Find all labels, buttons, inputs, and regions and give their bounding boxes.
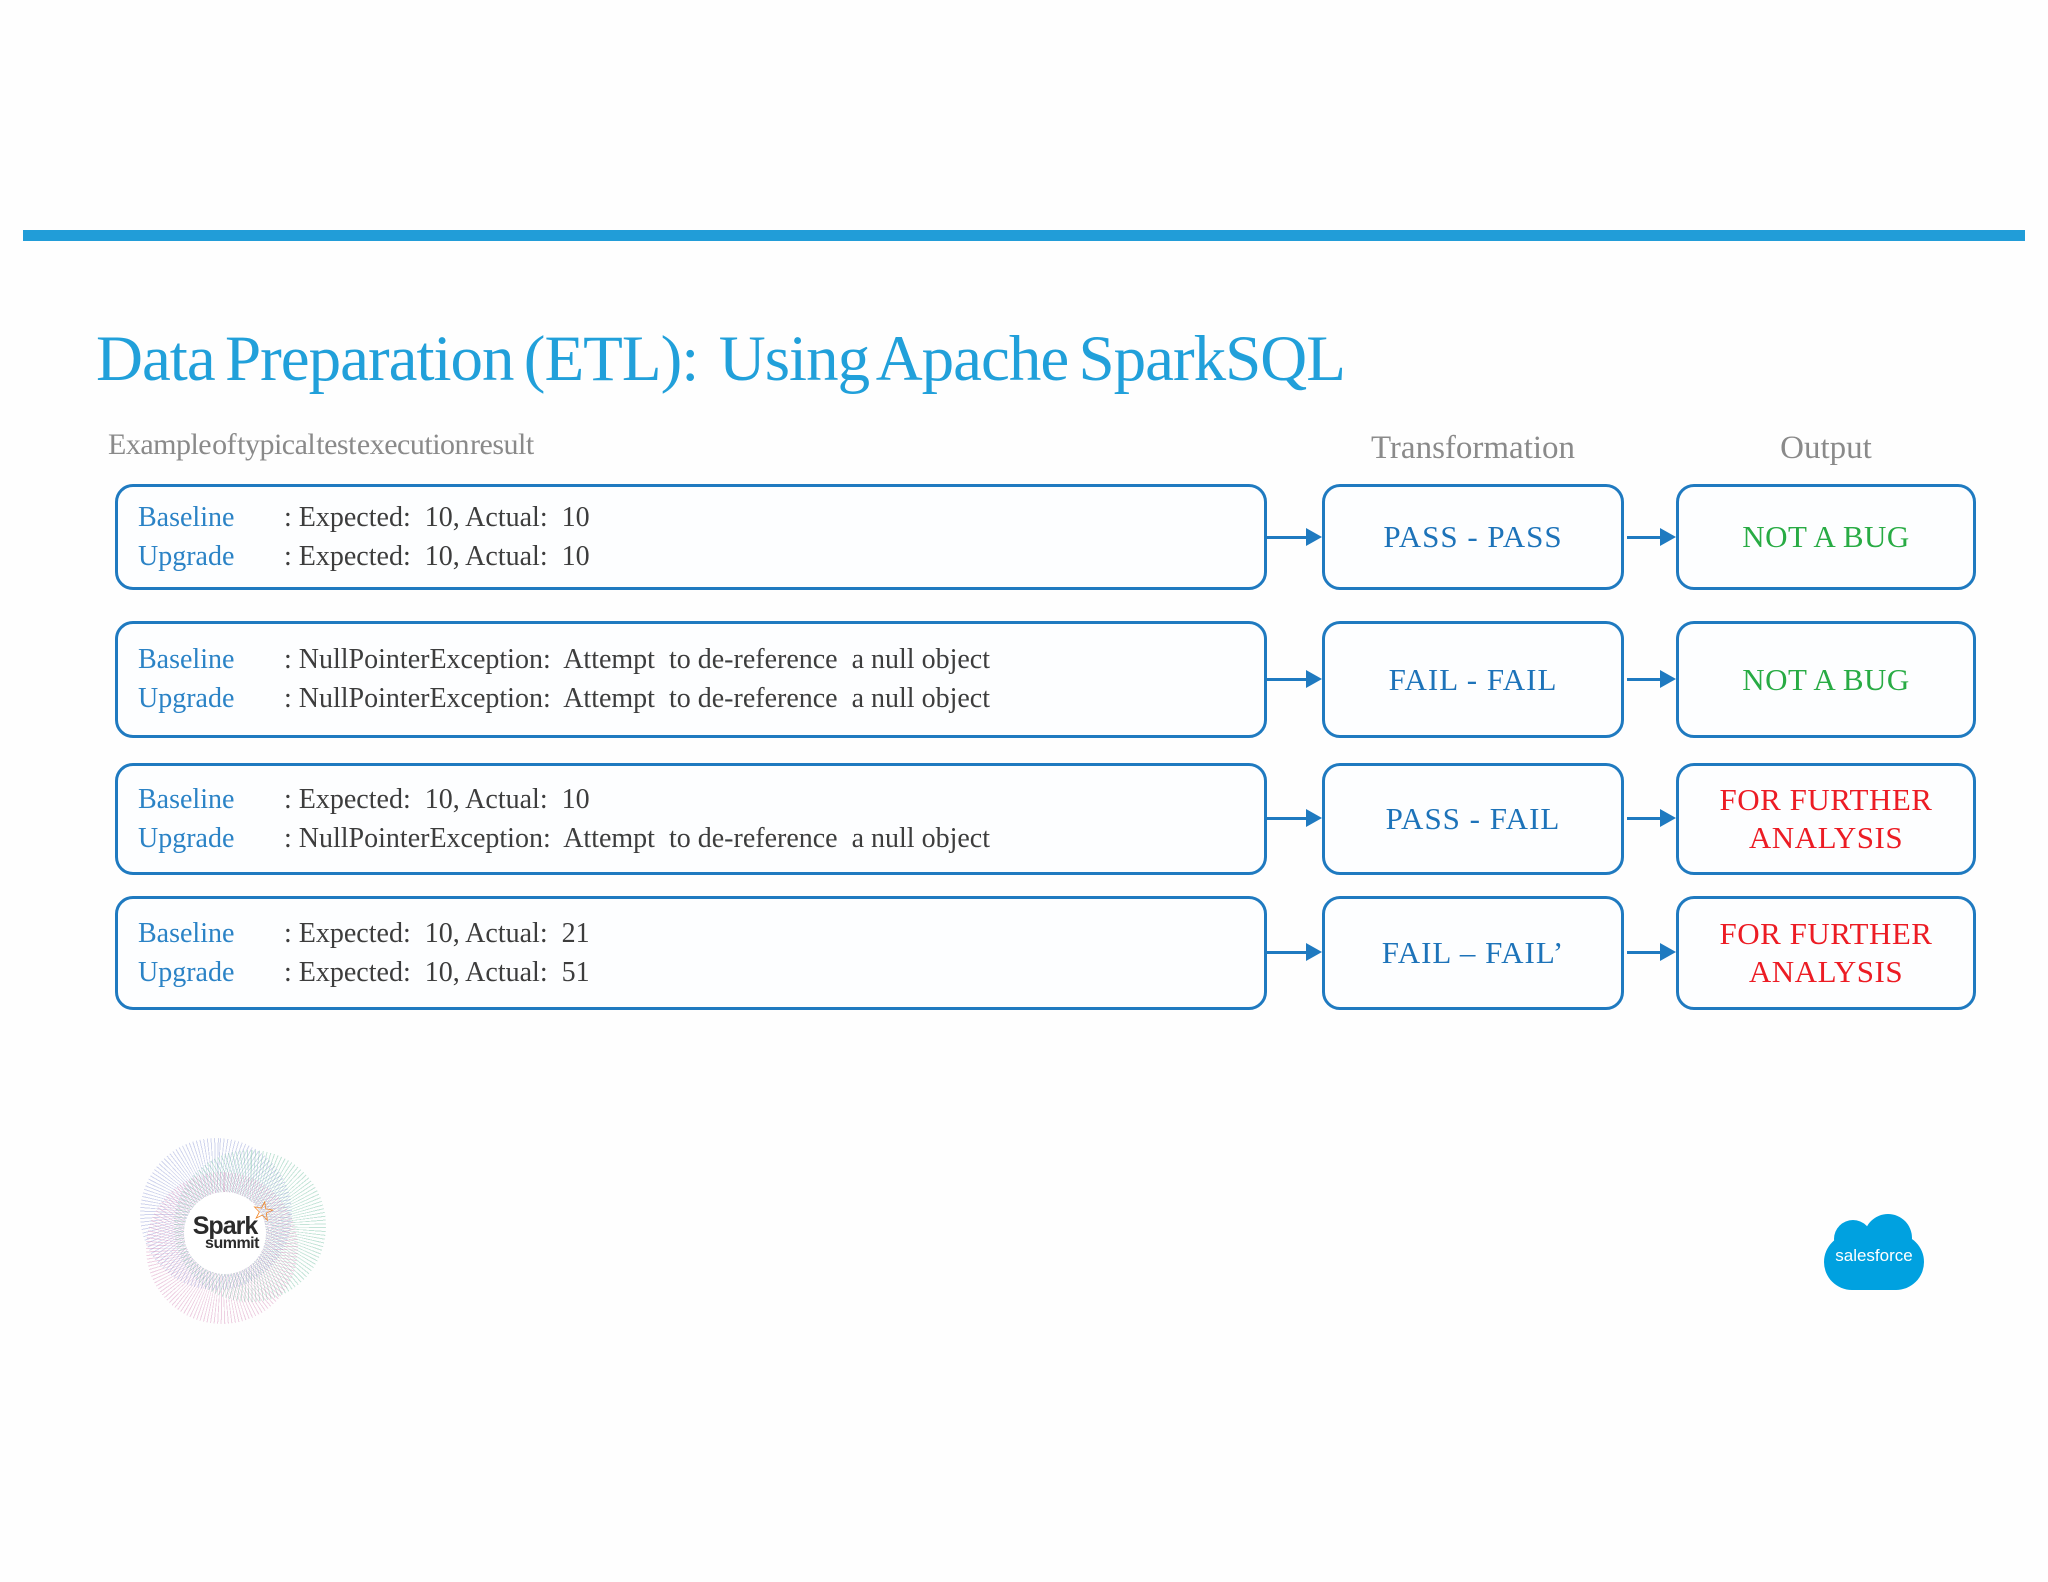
star-icon: ☆ — [248, 1194, 277, 1228]
salesforce-logo: salesforce — [1822, 1214, 1926, 1298]
output-label: NOT A BUG — [1742, 519, 1910, 554]
result-box-row3: Baseline : Expected: 10, Actual: 10 Upgra… — [115, 763, 1267, 875]
arrow-to-transformation-row2 — [1267, 670, 1322, 688]
transformation-label: PASS - PASS — [1383, 519, 1563, 554]
arrow-to-transformation-row1 — [1267, 528, 1322, 546]
output-box-row2: NOT A BUG — [1676, 621, 1976, 738]
column-header-output: Output — [1780, 430, 1872, 466]
baseline-text: : Expected: 10, Actual: 10 — [284, 783, 590, 815]
transformation-box-row3: PASS - FAIL — [1322, 763, 1624, 875]
arrow-to-output-row3 — [1627, 809, 1676, 827]
transformation-label: FAIL - FAIL — [1388, 661, 1558, 697]
baseline-line: Baseline : Expected: 10, Actual: 10 — [138, 782, 1264, 818]
baseline-text: : Expected: 10, Actual: 10 — [284, 501, 590, 533]
baseline-label: Baseline — [138, 917, 235, 949]
transformation-box-row4: FAIL – FAIL’ — [1322, 896, 1624, 1010]
arrow-to-output-row2 — [1627, 670, 1676, 688]
output-label: FOR FURTHER ANALYSIS — [1719, 782, 1933, 855]
arrow-to-output-row1 — [1627, 528, 1676, 546]
upgrade-text: : NullPointerException: Attempt to de-re… — [284, 822, 991, 854]
result-box-row4: Baseline : Expected: 10, Actual: 21 Upgra… — [115, 896, 1267, 1010]
upgrade-line: Upgrade : Expected: 10, Actual: 10 — [138, 539, 1264, 575]
arrow-to-transformation-row3 — [1267, 809, 1322, 827]
baseline-text: : NullPointerException: Attempt to de-re… — [284, 644, 991, 675]
baseline-line: Baseline : Expected: 10, Actual: 21 — [138, 916, 1264, 952]
baseline-label: Baseline — [138, 644, 235, 675]
upgrade-label: Upgrade — [138, 956, 235, 988]
summit-text: summit — [205, 1235, 259, 1252]
transformation-label: FAIL – FAIL’ — [1381, 935, 1565, 970]
upgrade-label: Upgrade — [138, 540, 235, 572]
arrow-to-output-row4 — [1627, 943, 1676, 961]
baseline-text: : Expected: 10, Actual: 21 — [284, 917, 590, 949]
spark-logo-circle: Spark ☆ summit — [184, 1192, 277, 1274]
transformation-box-row1: PASS - PASS — [1322, 484, 1624, 590]
output-label: NOT A BUG — [1742, 661, 1910, 697]
arrow-to-transformation-row4 — [1267, 943, 1322, 961]
spark-wordmark: Spark ☆ — [192, 1194, 277, 1240]
upgrade-line: Upgrade : Expected: 10, Actual: 51 — [138, 955, 1264, 991]
baseline-line: Baseline : NullPointerException: Attempt … — [138, 642, 1264, 678]
cloud-icon — [1824, 1214, 1924, 1290]
spark-text: Spark — [192, 1212, 258, 1240]
transformation-box-row2: FAIL - FAIL — [1322, 621, 1624, 738]
output-box-row3: FOR FURTHER ANALYSIS — [1676, 763, 1976, 875]
top-accent-bar — [23, 230, 2025, 241]
upgrade-label: Upgrade — [138, 683, 235, 714]
baseline-label: Baseline — [138, 783, 235, 815]
output-label: FOR FURTHER ANALYSIS — [1719, 916, 1933, 989]
output-box-row1: NOT A BUG — [1676, 484, 1976, 590]
upgrade-label: Upgrade — [138, 822, 235, 854]
upgrade-line: Upgrade : NullPointerException: Attempt t… — [138, 681, 1264, 717]
result-box-row2: Baseline : NullPointerException: Attempt … — [115, 621, 1267, 738]
example-caption: Example of typical test execution result — [108, 428, 534, 461]
upgrade-text: : Expected: 10, Actual: 51 — [284, 956, 590, 988]
result-box-row1: Baseline : Expected: 10, Actual: 10 Upgra… — [115, 484, 1267, 590]
slide-title: Data Preparation (ETL): Using Apache Spa… — [96, 323, 1346, 395]
baseline-label: Baseline — [138, 501, 235, 533]
spark-summit-logo: Spark ☆ summit — [140, 1138, 340, 1338]
upgrade-line: Upgrade : NullPointerException: Attempt t… — [138, 821, 1264, 857]
salesforce-wordmark: salesforce — [1835, 1246, 1913, 1265]
upgrade-text: : Expected: 10, Actual: 10 — [284, 540, 590, 572]
baseline-line: Baseline : Expected: 10, Actual: 10 — [138, 500, 1264, 536]
column-header-transformation: Transformation — [1370, 430, 1576, 466]
transformation-label: PASS - FAIL — [1385, 801, 1561, 836]
output-box-row4: FOR FURTHER ANALYSIS — [1676, 896, 1976, 1010]
upgrade-text: : NullPointerException: Attempt to de-re… — [284, 683, 991, 714]
